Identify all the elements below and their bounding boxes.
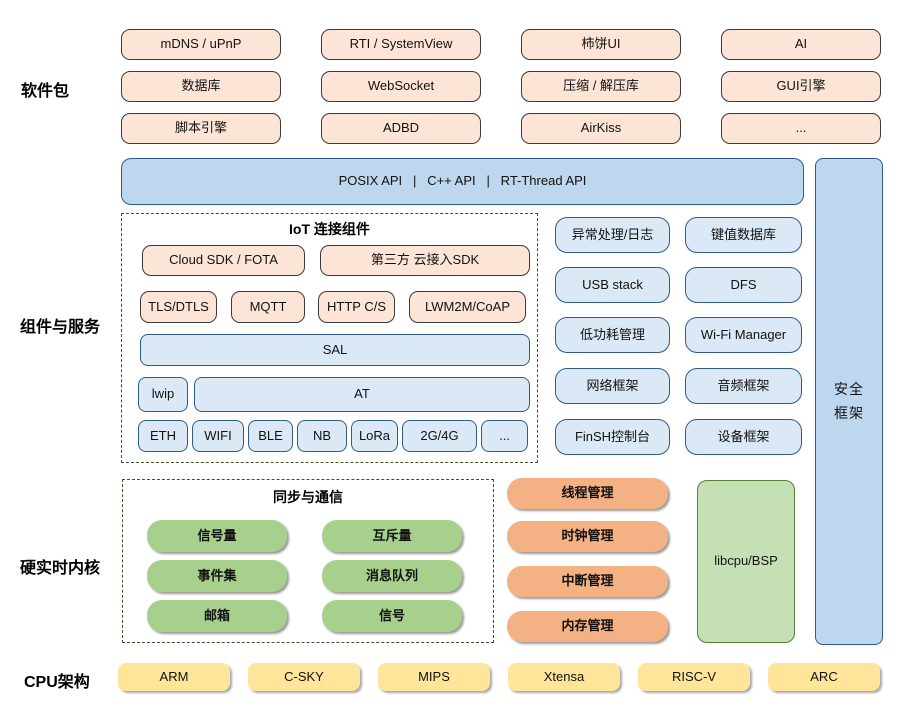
service-box-kv-database: 键值数据库 xyxy=(685,217,802,253)
side-label-cpu-arch: CPU架构 xyxy=(24,674,90,691)
package-box-more: ... xyxy=(721,113,881,144)
sync-box-message-queue: 消息队列 xyxy=(322,560,462,592)
package-box-adbd: ADBD xyxy=(321,113,481,144)
package-box-gui-engine: GUI引擎 xyxy=(721,71,881,102)
at-box: AT xyxy=(194,377,530,412)
sync-box-signal: 信号 xyxy=(322,600,462,632)
package-box-ai: AI xyxy=(721,29,881,60)
cpu-arch-box-arm: ARM xyxy=(118,663,230,691)
package-box-persimmon-ui: 柿饼UI xyxy=(521,29,681,60)
link-box-nb: NB xyxy=(297,420,347,452)
protocol-box-tls-dtls: TLS/DTLS xyxy=(140,291,217,323)
cpu-arch-box-mips: MIPS xyxy=(378,663,490,691)
sync-box-mutex: 互斥量 xyxy=(322,520,462,552)
protocol-box-lwm2m-coap: LWM2M/CoAP xyxy=(409,291,526,323)
lwip-box: lwip xyxy=(138,377,188,412)
service-box-device-frame: 设备框架 xyxy=(685,419,802,455)
side-label-packages: 软件包 xyxy=(21,83,70,100)
link-box-eth: ETH xyxy=(138,420,188,452)
package-box-airkiss: AirKiss xyxy=(521,113,681,144)
service-box-wifi-manager: Wi-Fi Manager xyxy=(685,317,802,353)
service-box-exception-log: 异常处理/日志 xyxy=(555,217,670,253)
link-box-ble: BLE xyxy=(248,420,293,452)
kernel-box-clock-mgmt: 时钟管理 xyxy=(507,521,668,552)
service-box-finsh-console: FinSH控制台 xyxy=(555,419,670,455)
link-box-wifi: WIFI xyxy=(192,420,244,452)
package-box-database: 数据库 xyxy=(121,71,281,102)
side-label-components: 组件与服务 xyxy=(20,319,101,336)
security-framework-box: 安全框架 xyxy=(815,158,883,645)
cpu-arch-box-xtensa: Xtensa xyxy=(508,663,620,691)
third-party-sdk-box: 第三方 云接入SDK xyxy=(320,245,530,276)
kernel-box-thread-mgmt: 线程管理 xyxy=(507,478,668,509)
cpu-arch-box-csky: C-SKY xyxy=(248,663,360,691)
package-box-websocket: WebSocket xyxy=(321,71,481,102)
service-box-usb-stack: USB stack xyxy=(555,267,670,303)
libcpu-bsp-box: libcpu/BSP xyxy=(697,480,795,643)
cpu-arch-box-riscv: RISC-V xyxy=(638,663,750,691)
package-box-compression: 压缩 / 解压库 xyxy=(521,71,681,102)
sync-box-semaphore: 信号量 xyxy=(147,520,287,552)
protocol-box-mqtt: MQTT xyxy=(231,291,305,323)
package-box-mdns-upnp: mDNS / uPnP xyxy=(121,29,281,60)
link-box-2g4g: 2G/4G xyxy=(402,420,477,452)
link-box-more: ... xyxy=(481,420,528,452)
service-box-dfs: DFS xyxy=(685,267,802,303)
cloud-sdk-fota-box: Cloud SDK / FOTA xyxy=(142,245,305,276)
sync-box-mailbox: 邮箱 xyxy=(147,600,287,632)
service-box-audio-frame: 音频框架 xyxy=(685,368,802,404)
protocol-box-http-cs: HTTP C/S xyxy=(318,291,395,323)
sal-box: SAL xyxy=(140,334,530,366)
package-box-script-engine: 脚本引擎 xyxy=(121,113,281,144)
link-box-lora: LoRa xyxy=(351,420,398,452)
cpu-arch-box-arc: ARC xyxy=(768,663,880,691)
service-box-low-power: 低功耗管理 xyxy=(555,317,670,353)
side-label-kernel: 硬实时内核 xyxy=(20,560,101,577)
kernel-box-interrupt-mgmt: 中断管理 xyxy=(507,566,668,597)
sync-box-event-set: 事件集 xyxy=(147,560,287,592)
iot-section-title: IoT 连接组件 xyxy=(289,221,370,237)
security-framework-label: 安全框架 xyxy=(834,380,864,421)
api-banner: POSIX API | C++ API | RT-Thread API xyxy=(121,158,804,205)
kernel-box-memory-mgmt: 内存管理 xyxy=(507,611,668,642)
sync-section-title: 同步与通信 xyxy=(273,489,343,505)
service-box-network-frame: 网络框架 xyxy=(555,368,670,404)
package-box-rti-systemview: RTI / SystemView xyxy=(321,29,481,60)
